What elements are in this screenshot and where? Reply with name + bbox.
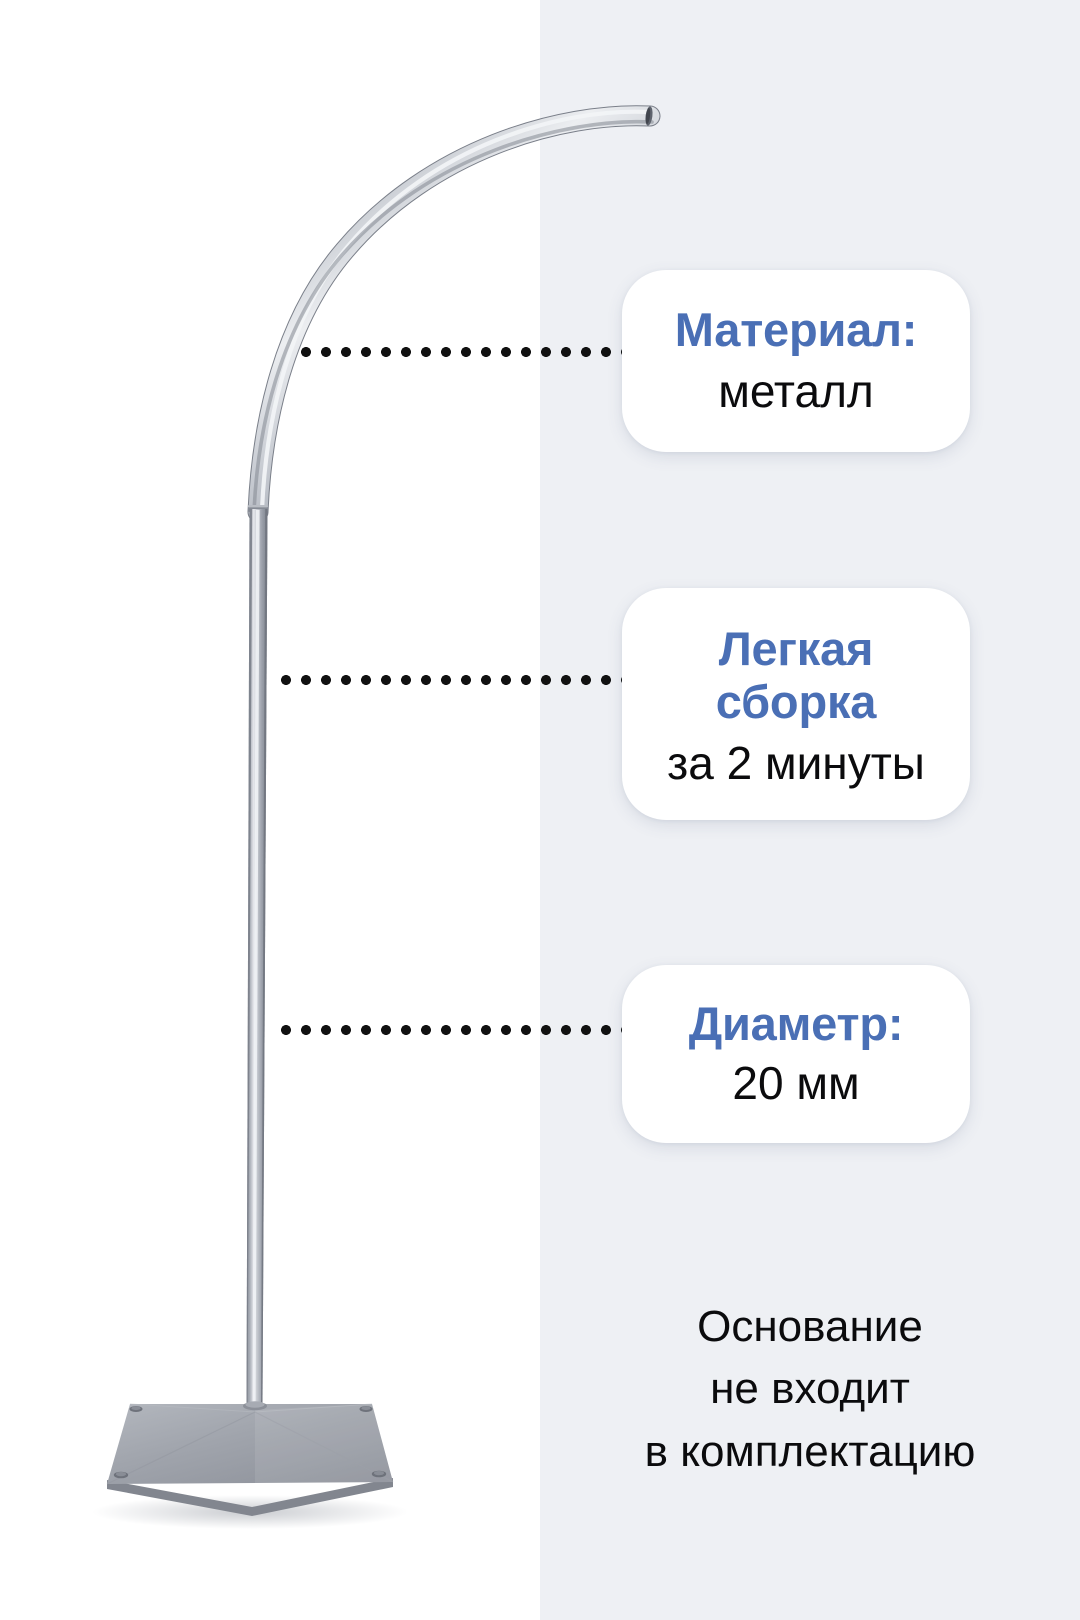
footnote-line-3: в комплектацию — [644, 1426, 976, 1476]
feature-card-diameter: Диаметр: 20 мм — [622, 965, 970, 1143]
leader-line-diameter — [276, 1025, 626, 1035]
leader-line-material — [296, 347, 626, 357]
feature-card-diameter-subtext: 20 мм — [732, 1057, 860, 1110]
feature-card-assembly-heading-line1: Легкая — [718, 621, 874, 675]
feature-card-material-heading: Материал: — [674, 303, 918, 357]
feature-card-material: Материал: металл — [622, 270, 970, 452]
footnote-line-2: не входит — [710, 1364, 910, 1414]
footnote-line-1: Основание — [697, 1302, 923, 1351]
background-left-panel — [0, 0, 540, 1620]
feature-card-material-subtext: металл — [718, 365, 874, 418]
feature-card-assembly: Легкая сборка за 2 минуты — [622, 588, 970, 820]
feature-card-diameter-heading: Диаметр: — [688, 997, 904, 1051]
leader-line-assembly — [276, 675, 626, 685]
feature-card-assembly-heading: Легкая сборка — [715, 621, 877, 728]
feature-card-assembly-heading-line2: сборка — [715, 674, 877, 728]
feature-card-assembly-subtext: за 2 минуты — [667, 736, 925, 789]
footnote-base-not-included: Основание не входит в комплектацию — [560, 1296, 1060, 1483]
